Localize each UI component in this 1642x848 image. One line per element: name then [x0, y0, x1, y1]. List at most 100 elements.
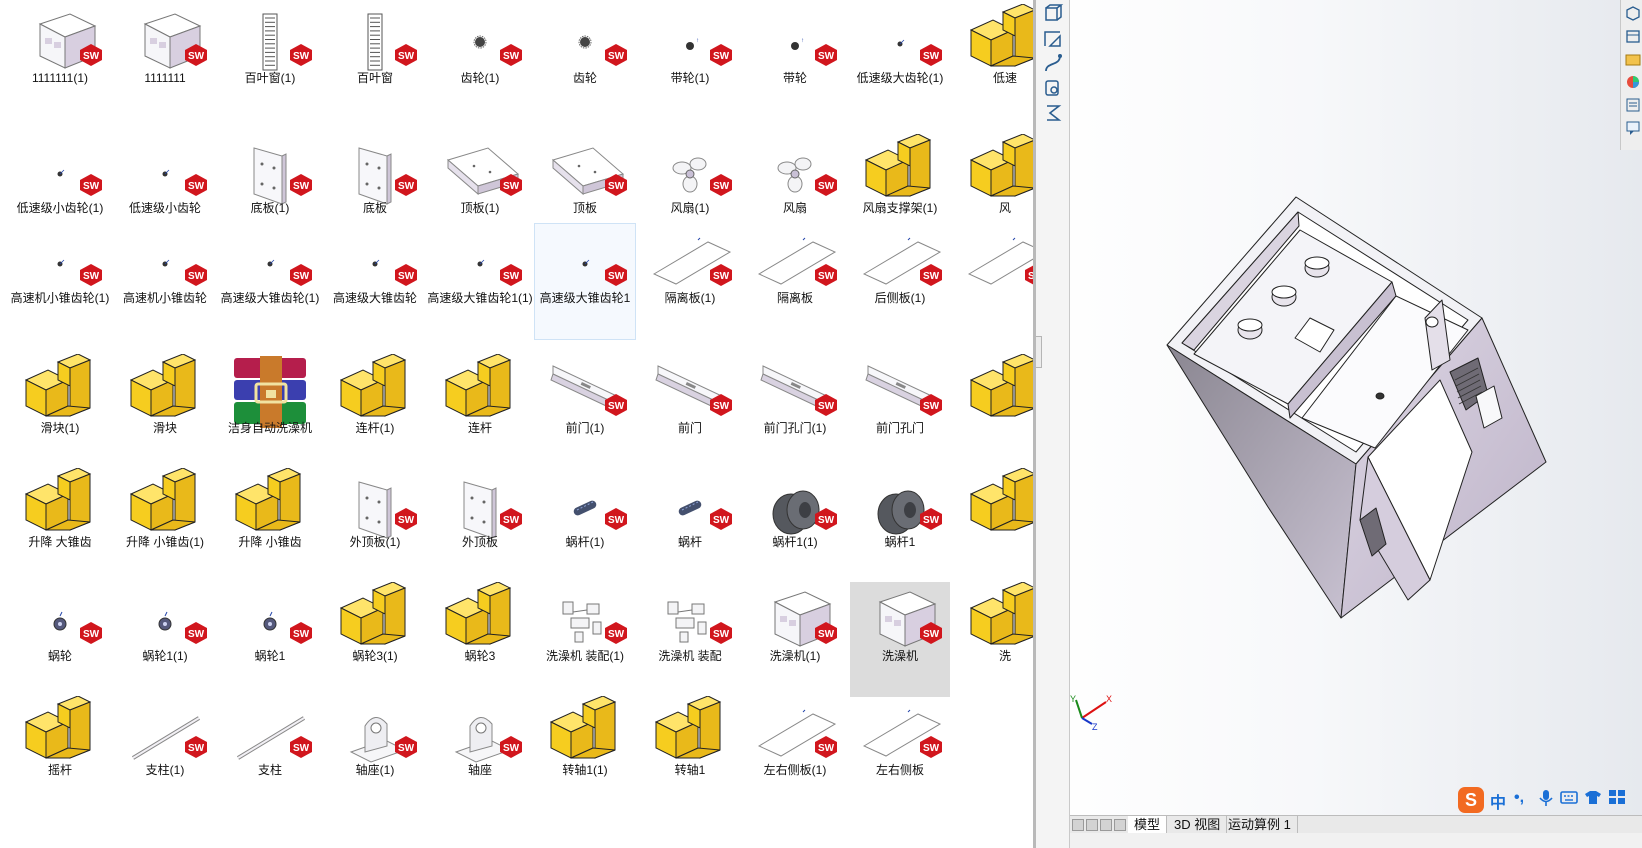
keyboard-icon[interactable]: [1560, 789, 1578, 810]
skin-icon[interactable]: [1584, 789, 1602, 810]
sogou-logo[interactable]: S: [1458, 787, 1484, 813]
tab-model[interactable]: 模型: [1128, 816, 1168, 834]
ime-punctuation-toggle[interactable]: •,: [1514, 789, 1525, 806]
toolbox-icon[interactable]: [1608, 789, 1626, 810]
file-tile[interactable]: 转轴1(1): [535, 695, 635, 811]
sketch-icon[interactable]: [1042, 28, 1064, 50]
file-tile[interactable]: 升降 小锥齿(1): [115, 467, 215, 583]
file-tile[interactable]: [955, 467, 1033, 583]
file-tile[interactable]: 滑块(1): [10, 353, 110, 469]
last-tab-button[interactable]: [1114, 819, 1126, 831]
prev-tab-button[interactable]: [1086, 819, 1098, 831]
evaluate-icon[interactable]: [1042, 102, 1064, 124]
appearances-icon[interactable]: [1624, 96, 1642, 114]
microphone-icon[interactable]: [1538, 789, 1554, 812]
file-tile[interactable]: 风: [955, 133, 1033, 249]
first-tab-button[interactable]: [1072, 819, 1084, 831]
cube-view-icon[interactable]: [1042, 3, 1064, 25]
tab-3d-view[interactable]: 3D 视图: [1168, 816, 1228, 834]
tab-motion-study-1[interactable]: 运动算例 1: [1222, 816, 1298, 834]
curve-icon[interactable]: [1042, 52, 1064, 74]
file-name: 滑块(1): [40, 421, 80, 435]
file-tile[interactable]: 蜗轮3(1): [325, 581, 425, 697]
custom-properties-icon[interactable]: [1624, 119, 1642, 137]
file-tile[interactable]: 蜗轮3: [430, 581, 530, 697]
file-tile[interactable]: 升降 大锥齿: [10, 467, 110, 583]
file-tile[interactable]: 风扇支撑架(1): [850, 133, 950, 249]
file-tile[interactable]: SW: [955, 224, 1033, 339]
tools-icon[interactable]: [1042, 77, 1064, 99]
file-explorer-icon[interactable]: [1624, 50, 1642, 68]
file-tile[interactable]: 连杆(1): [325, 353, 425, 469]
3d-model[interactable]: [1070, 0, 1620, 815]
file-tile[interactable]: [955, 353, 1033, 469]
ime-language-toggle[interactable]: 中: [1490, 795, 1507, 812]
design-library-icon[interactable]: [1624, 27, 1642, 45]
file-thumbnail: SW: [220, 4, 320, 90]
next-tab-button[interactable]: [1100, 819, 1112, 831]
file-tile[interactable]: 连杆: [430, 353, 530, 469]
file-tile[interactable]: 摇杆: [10, 695, 110, 811]
file-tile[interactable]: 滑块: [115, 353, 215, 469]
resources-icon[interactable]: [1624, 4, 1642, 22]
file-tile[interactable]: 洗: [955, 581, 1033, 697]
file-tile[interactable]: 洁身自动洗澡机: [220, 354, 320, 469]
feature-manager-collapse-handle[interactable]: [1036, 336, 1042, 368]
file-tile[interactable]: 转轴1: [640, 695, 740, 811]
file-tile[interactable]: 升降 小锥齿: [220, 467, 320, 583]
file-tile[interactable]: 低速: [955, 3, 1033, 119]
pane-divider[interactable]: [1033, 0, 1036, 848]
view-palette-icon[interactable]: [1624, 73, 1642, 91]
graphics-area[interactable]: X Y Z: [1070, 0, 1620, 815]
